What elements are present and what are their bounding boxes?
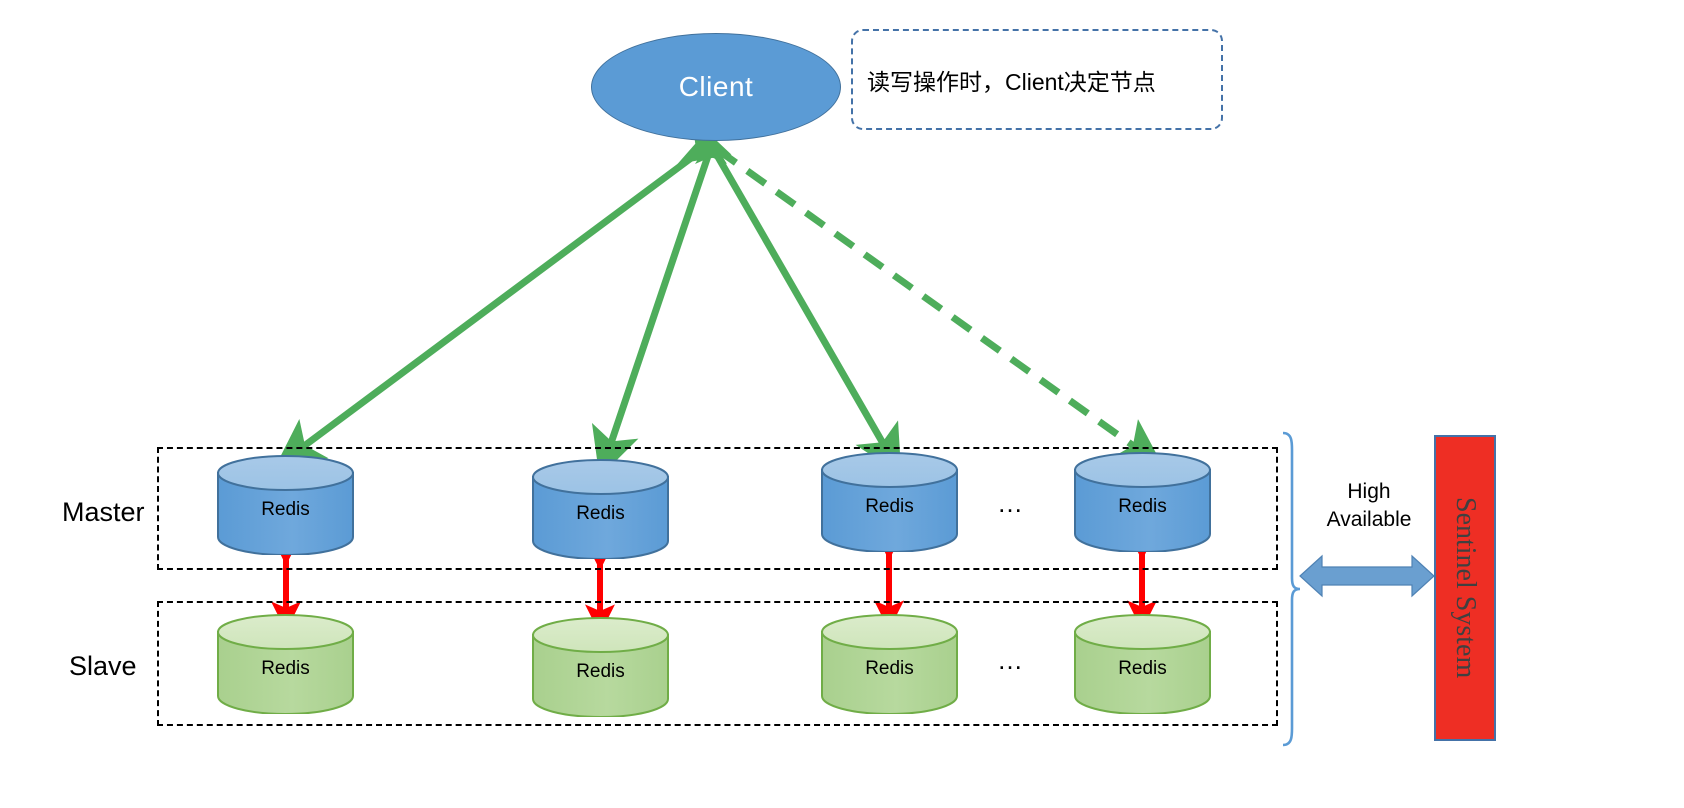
- database-cylinder-icon: [532, 459, 669, 560]
- database-cylinder-icon: [532, 617, 669, 718]
- database-cylinder-icon: [217, 614, 354, 715]
- master-node-4-label: Redis: [1118, 496, 1167, 517]
- arrowhead-into-client: [695, 138, 727, 164]
- annotation-note-text: 读写操作时，Client决定节点: [867, 68, 1156, 95]
- slave-node-2-label: Redis: [576, 661, 625, 682]
- slave-ellipsis: …: [997, 645, 1026, 675]
- high-available-label: High Available: [1321, 478, 1417, 534]
- slave-node-1[interactable]: Redis: [216, 614, 355, 715]
- edge-client-to-master-4: [715, 147, 1164, 468]
- annotation-note: 读写操作时，Client决定节点: [851, 29, 1223, 130]
- sentinel-system-box[interactable]: Sentinel System: [1434, 435, 1496, 741]
- high-available-line-1: High: [1347, 480, 1391, 503]
- master-node-3[interactable]: Redis: [820, 452, 959, 553]
- high-available-line-2: Available: [1326, 508, 1412, 531]
- group-brace: [1282, 431, 1301, 747]
- slave-group-box: [157, 601, 1278, 726]
- client-label: Client: [678, 71, 754, 102]
- database-cylinder-icon: [1074, 614, 1211, 715]
- master-row-label: Master: [62, 497, 145, 527]
- sentinel-system-label: Sentinel System: [1450, 497, 1481, 679]
- slave-row-label: Slave: [69, 651, 137, 681]
- database-cylinder-icon: [821, 452, 958, 553]
- master-node-3-label: Redis: [865, 496, 914, 517]
- edge-client-to-master-3: [710, 148, 902, 476]
- slave-node-3[interactable]: Redis: [820, 614, 959, 715]
- master-ellipsis: …: [997, 488, 1026, 518]
- slave-node-4-label: Redis: [1118, 658, 1167, 679]
- slave-node-2[interactable]: Redis: [531, 617, 670, 718]
- edge-client-to-master-2: [591, 148, 714, 478]
- master-node-2-label: Redis: [576, 503, 625, 524]
- slave-node-3-label: Redis: [865, 658, 914, 679]
- master-node-1[interactable]: Redis: [216, 455, 355, 556]
- edge-client-to-master-1: [274, 117, 732, 468]
- master-node-1-label: Redis: [261, 499, 310, 520]
- master-node-4[interactable]: Redis: [1073, 452, 1212, 553]
- ha-double-arrow: [1299, 554, 1435, 598]
- slave-node-1-label: Redis: [261, 658, 310, 679]
- slave-node-4[interactable]: Redis: [1073, 614, 1212, 715]
- database-cylinder-icon: [217, 455, 354, 556]
- master-node-2[interactable]: Redis: [531, 459, 670, 560]
- database-cylinder-icon: [821, 614, 958, 715]
- master-group-box: [157, 447, 1278, 570]
- database-cylinder-icon: [1074, 452, 1211, 553]
- client-node[interactable]: Client: [591, 33, 841, 141]
